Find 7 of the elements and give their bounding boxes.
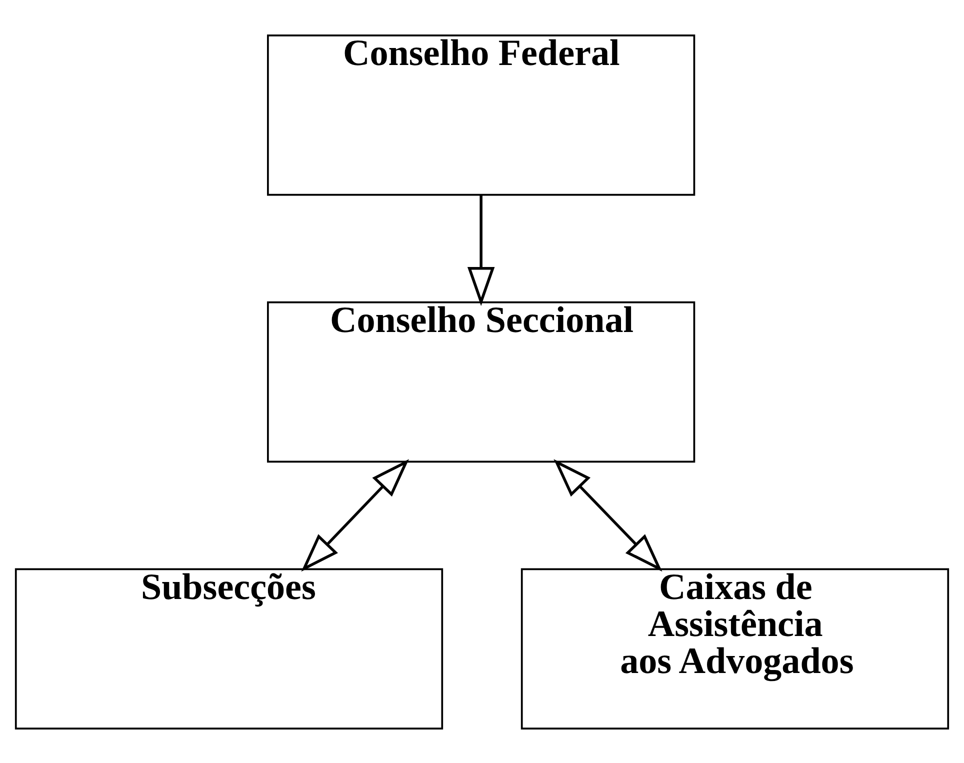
node-box: Conselho Seccional <box>267 300 696 462</box>
node-box: Conselho Federal <box>267 34 696 196</box>
arrow <box>467 194 495 306</box>
arrow <box>301 458 410 572</box>
node-box: Subsecções <box>14 568 444 730</box>
arrow <box>554 458 662 572</box>
node-box: Caixas de Assistência aos Advogados <box>520 568 950 730</box>
